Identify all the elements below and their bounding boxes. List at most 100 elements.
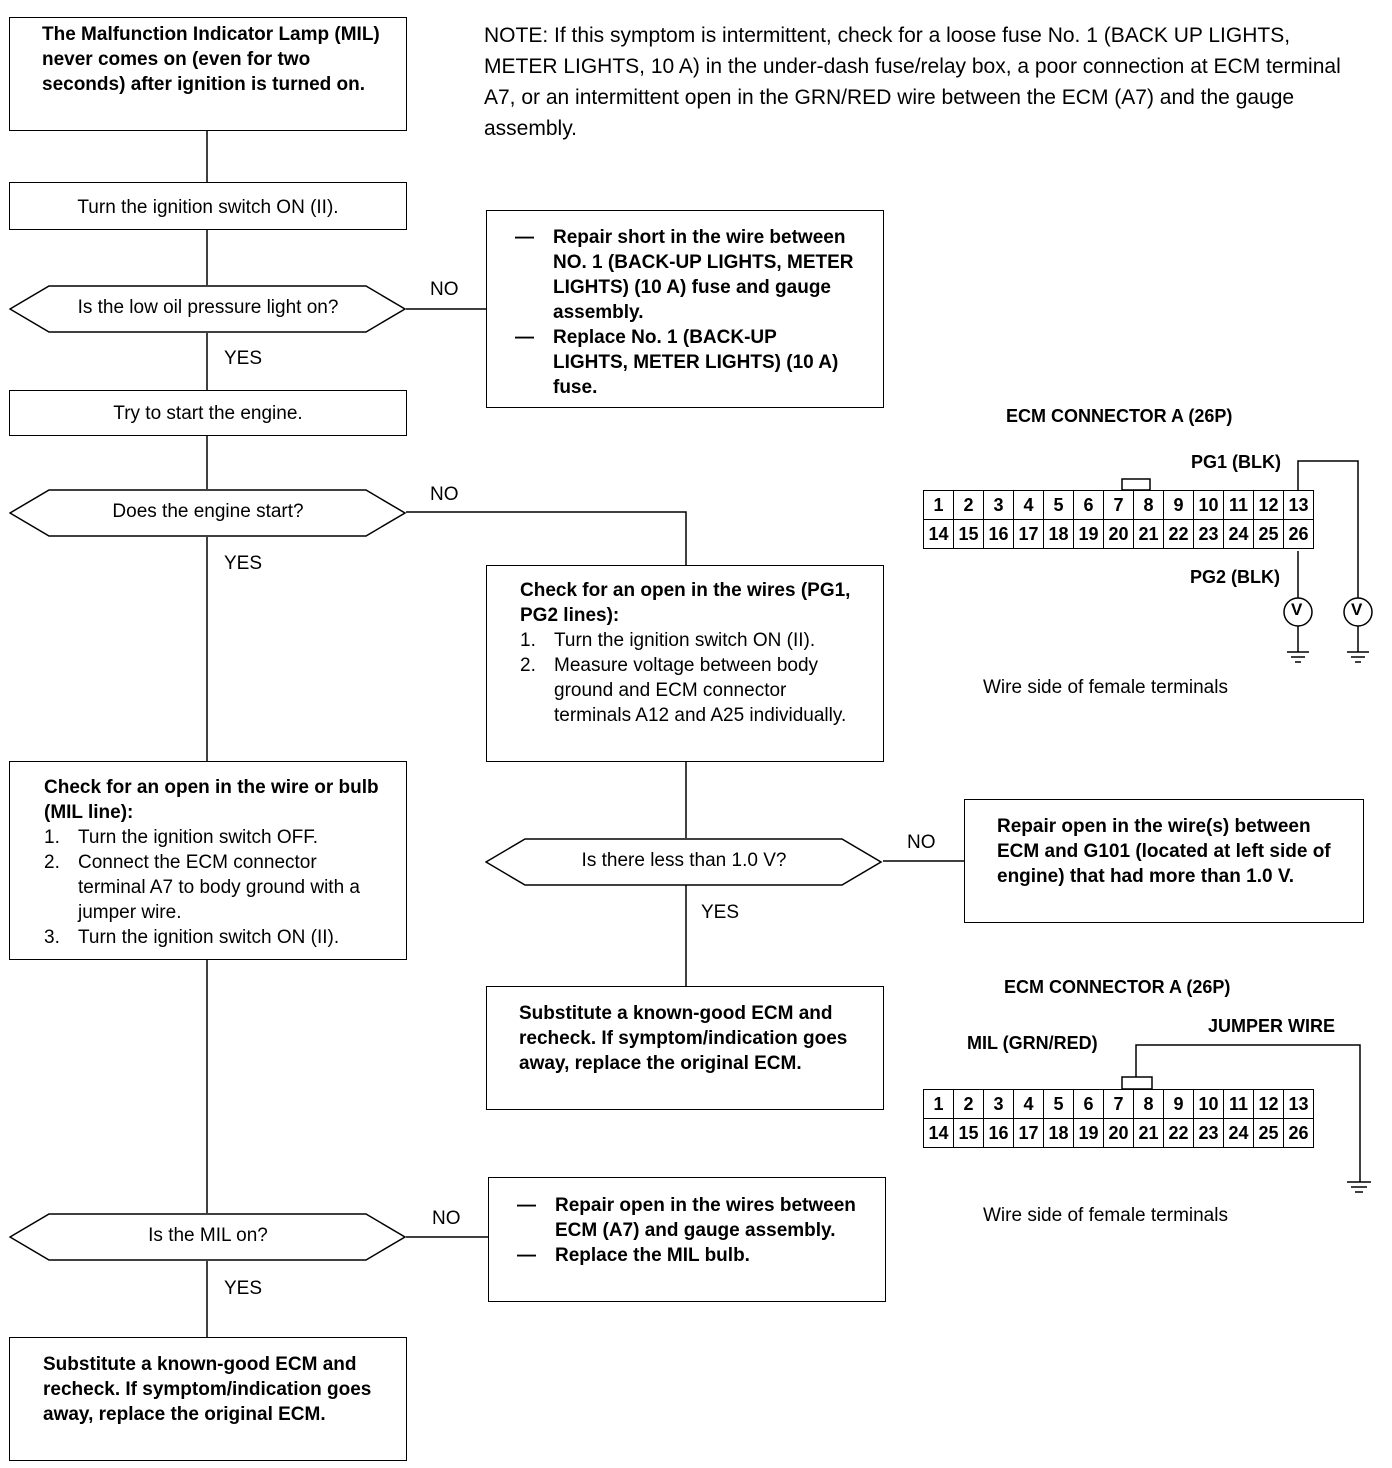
connector1-pin: 21 bbox=[1133, 519, 1164, 549]
repair-g101-text: Repair open in the wire(s) between ECM a… bbox=[997, 816, 1331, 887]
step-number: 1. bbox=[44, 827, 60, 848]
question-engine-start: Does the engine start? bbox=[8, 489, 407, 537]
connector1-pg1-label: PG1 (BLK) bbox=[1191, 452, 1281, 472]
try-start-text: Try to start the engine. bbox=[113, 403, 303, 424]
check-mil-step: 1. Turn the ignition switch OFF. bbox=[44, 825, 384, 850]
yes-label-mil: YES bbox=[224, 1278, 263, 1299]
note-text: NOTE: If this symptom is intermittent, c… bbox=[484, 24, 1341, 140]
check-mil-title: Check for an open in the wire or bulb (M… bbox=[44, 777, 379, 823]
yes-label-oil: YES bbox=[224, 348, 263, 369]
question-oil-pressure-shape bbox=[8, 285, 407, 333]
connector2-pin: 21 bbox=[1133, 1118, 1164, 1148]
step-number: 1. bbox=[520, 630, 536, 651]
check-mil-step: 3. Turn the ignition switch ON (II). bbox=[44, 925, 384, 950]
connector1-pin: 10 bbox=[1193, 490, 1224, 520]
no-label-oil: NO bbox=[430, 279, 459, 300]
connector2-pin: 9 bbox=[1163, 1089, 1194, 1119]
connector2-caption: Wire side of female terminals bbox=[983, 1205, 1228, 1226]
ignition-on-text: Turn the ignition switch ON (II). bbox=[77, 197, 339, 218]
question-voltage: Is there less than 1.0 V? bbox=[484, 838, 883, 886]
connector1-pin: 18 bbox=[1043, 519, 1074, 549]
question-oil-pressure-text: Is the low oil pressure light on? bbox=[77, 297, 339, 318]
step-text: Connect the ECM connector terminal A7 to… bbox=[78, 852, 361, 923]
check-pg-steps: 1.Turn the ignition switch ON (II). 2.Me… bbox=[520, 628, 855, 728]
connector2-pin: 20 bbox=[1103, 1118, 1134, 1148]
connector2-pin: 19 bbox=[1073, 1118, 1104, 1148]
question-voltage-shape bbox=[484, 838, 883, 886]
connector2-pin: 8 bbox=[1133, 1089, 1164, 1119]
connector1-pin: 24 bbox=[1223, 519, 1254, 549]
connector1-pin: 19 bbox=[1073, 519, 1104, 549]
connector1-pin: 3 bbox=[983, 490, 1014, 520]
repair-fuse-box: Repair short in the wire between NO. 1 (… bbox=[486, 210, 884, 408]
connector2-pin: 3 bbox=[983, 1089, 1014, 1119]
connector1-pin: 20 bbox=[1103, 519, 1134, 549]
substitute-ecm-text-1: Substitute a known-good ECM and recheck.… bbox=[519, 1003, 848, 1074]
connector1-pin: 26 bbox=[1283, 519, 1314, 549]
check-mil-content: Check for an open in the wire or bulb (M… bbox=[44, 775, 384, 950]
no-label-voltage: NO bbox=[907, 832, 936, 853]
check-pg-box: Check for an open in the wires (PG1, PG2… bbox=[486, 565, 884, 762]
substitute-ecm-box-2: Substitute a known-good ECM and recheck.… bbox=[9, 1337, 407, 1461]
start-symptom-text: The Malfunction Indicator Lamp (MIL) nev… bbox=[42, 24, 380, 95]
step-text: Turn the ignition switch ON (II). bbox=[554, 630, 816, 651]
connector2-pin: 4 bbox=[1013, 1089, 1044, 1119]
connector1-pin: 2 bbox=[953, 490, 984, 520]
repair-fuse-item: Repair short in the wire between NO. 1 (… bbox=[515, 225, 855, 325]
repair-mil-item: Repair open in the wires between ECM (A7… bbox=[517, 1193, 857, 1243]
connector1-pin: 16 bbox=[983, 519, 1014, 549]
yes-label-start: YES bbox=[224, 553, 263, 574]
check-pg-content: Check for an open in the wires (PG1, PG2… bbox=[520, 578, 855, 728]
connector2-pin: 18 bbox=[1043, 1118, 1074, 1148]
question-oil-pressure: Is the low oil pressure light on? bbox=[8, 285, 407, 333]
step-number: 3. bbox=[44, 927, 60, 948]
repair-g101-box: Repair open in the wire(s) between ECM a… bbox=[964, 799, 1364, 923]
connector1-pin: 5 bbox=[1043, 490, 1074, 520]
connector2-pin: 23 bbox=[1193, 1118, 1224, 1148]
question-mil-on-text: Is the MIL on? bbox=[148, 1225, 268, 1246]
question-mil-on: Is the MIL on? bbox=[8, 1213, 407, 1261]
connector2-pin: 24 bbox=[1223, 1118, 1254, 1148]
connector1-pin: 25 bbox=[1253, 519, 1284, 549]
check-pg-title: Check for an open in the wires (PG1, PG2… bbox=[520, 580, 851, 626]
connector2-pin: 15 bbox=[953, 1118, 984, 1148]
question-mil-on-shape bbox=[8, 1213, 407, 1261]
step-number: 2. bbox=[44, 852, 60, 873]
connector2-pin: 26 bbox=[1283, 1118, 1314, 1148]
connector1-pin: 23 bbox=[1193, 519, 1224, 549]
connector1-pin: 8 bbox=[1133, 490, 1164, 520]
connector1-pin: 22 bbox=[1163, 519, 1194, 549]
check-mil-steps: 1. Turn the ignition switch OFF. 2. Connec… bbox=[44, 825, 384, 950]
check-mil-box: Check for an open in the wire or bulb (M… bbox=[9, 761, 407, 960]
step-text: Turn the ignition switch OFF. bbox=[78, 827, 319, 848]
question-engine-start-shape bbox=[8, 489, 407, 537]
connector2-pin: 25 bbox=[1253, 1118, 1284, 1148]
substitute-ecm-text-2: Substitute a known-good ECM and recheck.… bbox=[43, 1354, 372, 1425]
repair-mil-list: Repair open in the wires between ECM (A7… bbox=[517, 1193, 857, 1268]
repair-fuse-list: Repair short in the wire between NO. 1 (… bbox=[515, 225, 855, 400]
question-engine-start-text: Does the engine start? bbox=[112, 501, 304, 522]
connector2-pin: 6 bbox=[1073, 1089, 1104, 1119]
try-start-box: Try to start the engine. bbox=[9, 390, 407, 436]
connector2-jumper-label: JUMPER WIRE bbox=[1208, 1016, 1336, 1036]
connector2-pin: 1 bbox=[923, 1089, 954, 1119]
connector1-pin: 13 bbox=[1283, 490, 1314, 520]
connector1-pg2-label: PG2 (BLK) bbox=[1190, 567, 1280, 587]
connector1-pin: 11 bbox=[1223, 490, 1254, 520]
repair-fuse-item: Replace No. 1 (BACK-UP LIGHTS, METER LIG… bbox=[515, 325, 855, 400]
connector2-pin: 22 bbox=[1163, 1118, 1194, 1148]
connector2-pin: 13 bbox=[1283, 1089, 1314, 1119]
check-pg-step: 1. Turn the ignition switch ON (II). bbox=[520, 628, 855, 653]
connector1-pin: 14 bbox=[923, 519, 954, 549]
step-text: Turn the ignition switch ON (II). bbox=[78, 927, 340, 948]
connector1-meter-label-2: V bbox=[1351, 600, 1363, 619]
